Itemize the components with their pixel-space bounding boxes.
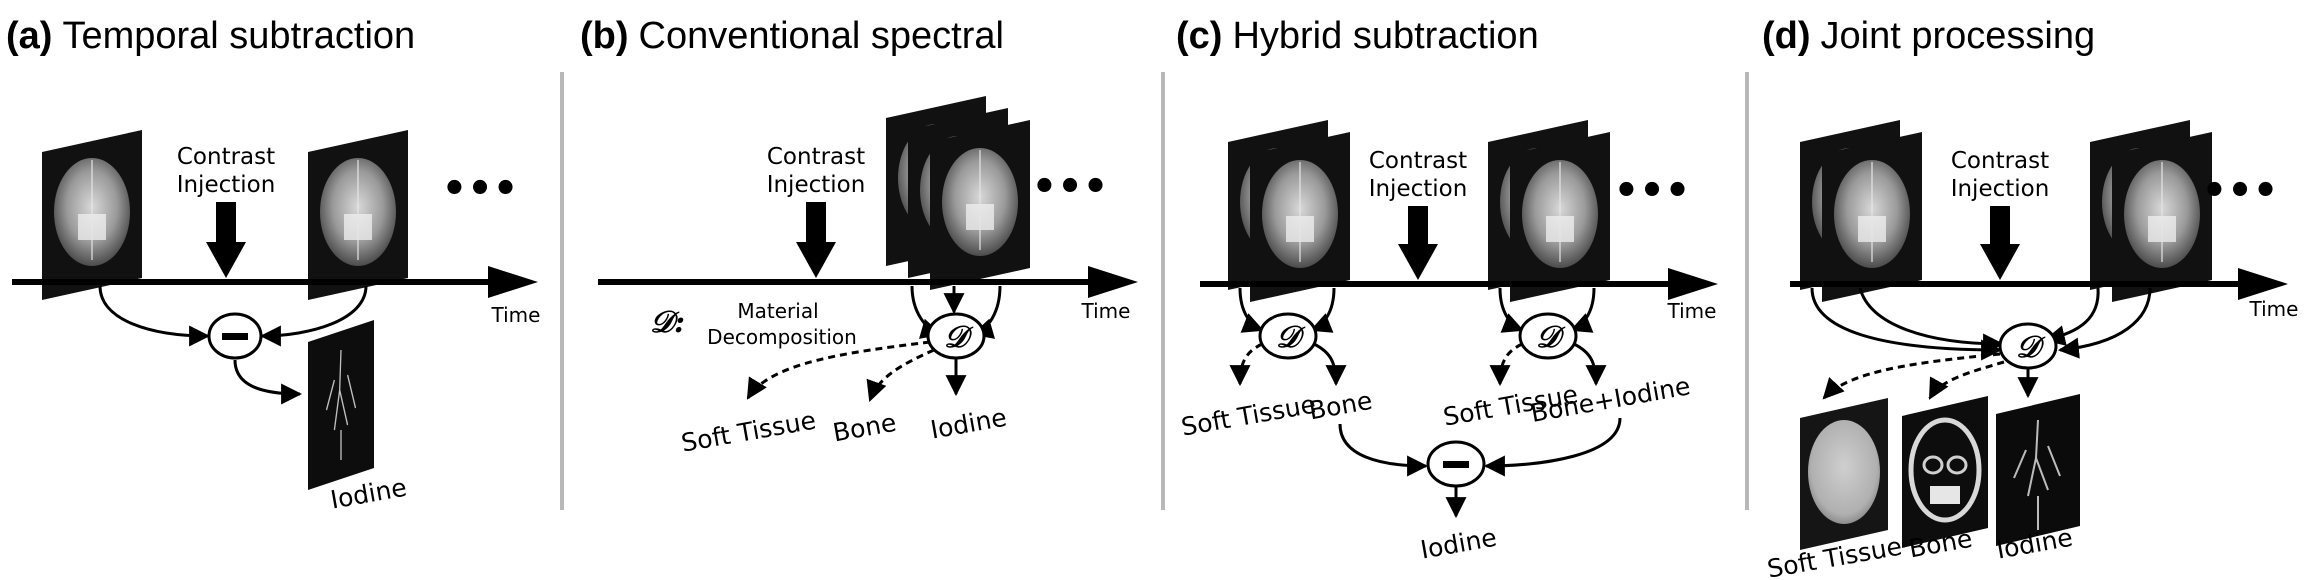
iodine-image xyxy=(1996,394,2080,546)
panel-d: (d)Joint processing Contrast Injection •… xyxy=(1762,15,2298,580)
output-arrow-soft xyxy=(746,340,931,400)
subtract-arrow-right xyxy=(259,285,368,347)
output-arrow-soft-2 xyxy=(1489,342,1523,387)
panel-a-title: (a)Temporal subtraction xyxy=(6,15,415,57)
subtract-arrow-left xyxy=(98,285,211,347)
time-axis-arrowhead xyxy=(488,266,538,298)
time-label: Time xyxy=(1081,299,1131,323)
contrast-label-line1: Contrast xyxy=(1951,148,2049,174)
contrast-label-line2: Injection xyxy=(177,172,276,198)
output-arrow-soft-1 xyxy=(1229,342,1263,387)
input-arrow-1 xyxy=(1810,287,2003,361)
input-arrow-2-left xyxy=(1498,287,1524,333)
input-arrow-1-right xyxy=(1310,287,1336,333)
output-arrow-bone xyxy=(866,348,935,402)
xray-stack-front xyxy=(929,119,1031,291)
decomp-key-line1: Material xyxy=(737,299,818,323)
input-arrow-3 xyxy=(2043,287,2100,346)
output-bone-label: Bone xyxy=(831,408,899,448)
decomposition-operator-1 xyxy=(1258,312,1318,360)
injection-arrow-shaft xyxy=(216,202,236,244)
ellipsis: ••• xyxy=(1614,168,1691,214)
input-arrow-1-left xyxy=(1238,287,1264,333)
input-arrow-2-right xyxy=(1570,287,1596,333)
xray-pair-1-front xyxy=(1821,131,1923,303)
output-arrow-soft xyxy=(1822,352,2001,400)
decomposition-operator-2 xyxy=(1518,312,1578,360)
xray-image-post xyxy=(307,129,409,301)
output-arrow-bone xyxy=(1928,360,2005,400)
input-arrow-2 xyxy=(1858,287,2005,355)
output-soft-tissue-label: Soft Tissue xyxy=(679,406,818,458)
soft-tissue-image xyxy=(1800,398,1888,550)
panel-c-title: (c)Hybrid subtraction xyxy=(1176,15,1539,57)
xray-pair-1-front xyxy=(1249,131,1351,303)
time-label: Time xyxy=(2249,297,2299,321)
output-boneiodine-label-2: Bone+Iodine xyxy=(1529,371,1693,428)
decomp-key-symbol: 𝒟: xyxy=(650,305,685,340)
panel-d-title: (d)Joint processing xyxy=(1762,15,2095,57)
iodine-image xyxy=(307,319,375,491)
contrast-label-line2: Injection xyxy=(1951,176,2050,202)
decomp-key-line2: Decomposition xyxy=(707,325,857,349)
panel-c: (c)Hybrid subtraction Contrast Injection… xyxy=(1176,15,1718,565)
subtract-arrow-left xyxy=(1338,423,1429,477)
time-axis-arrowhead xyxy=(1088,266,1138,298)
xray-pair-2-front xyxy=(1509,131,1611,303)
input-arrow-4 xyxy=(2057,287,2152,359)
injection-arrow-shaft xyxy=(1990,206,2010,246)
minus-icon xyxy=(1443,461,1469,468)
ellipsis: ••• xyxy=(2202,168,2279,214)
contrast-label-line1: Contrast xyxy=(767,144,865,170)
panel-a: (a)Temporal subtraction Contrast Injecti… xyxy=(6,15,540,515)
xray-pair-2-front xyxy=(2111,131,2213,303)
ellipsis: ••• xyxy=(442,166,519,212)
injection-arrow-head xyxy=(1398,244,1438,280)
time-axis-arrowhead xyxy=(2238,268,2288,300)
contrast-label-line1: Contrast xyxy=(177,144,275,170)
output-iodine-label: Iodine xyxy=(928,403,1009,445)
xray-image-pre xyxy=(41,129,143,301)
output-arrow-boneiodine-2 xyxy=(1573,342,1607,387)
time-axis-arrowhead xyxy=(1668,268,1718,300)
subtract-arrow-right xyxy=(1483,417,1622,477)
output-iodine-label: Iodine xyxy=(1418,523,1499,565)
output-soft-tissue-label-1: Soft Tissue xyxy=(1179,390,1318,442)
injection-arrow-head xyxy=(796,242,836,278)
injection-arrow-head xyxy=(206,242,246,278)
bone-image xyxy=(1902,396,1988,548)
output-arrow-bone-1 xyxy=(1313,342,1347,387)
time-label: Time xyxy=(491,303,541,327)
contrast-label-line2: Injection xyxy=(1369,176,1468,202)
contrast-label-line2: Injection xyxy=(767,172,866,198)
output-bone-label-1: Bone xyxy=(1307,386,1375,426)
minus-icon xyxy=(222,333,248,340)
injection-arrow-head xyxy=(1980,244,2020,280)
ellipsis: ••• xyxy=(1032,164,1109,210)
panel-b: (b)Conventional spectral Contrast Inject… xyxy=(580,15,1138,458)
injection-arrow-shaft xyxy=(806,202,826,244)
injection-arrow-shaft xyxy=(1408,206,1428,246)
time-label: Time xyxy=(1667,299,1717,323)
contrast-label-line1: Contrast xyxy=(1369,148,1467,174)
result-arrow xyxy=(233,359,303,405)
panel-b-title: (b)Conventional spectral xyxy=(580,15,1004,57)
